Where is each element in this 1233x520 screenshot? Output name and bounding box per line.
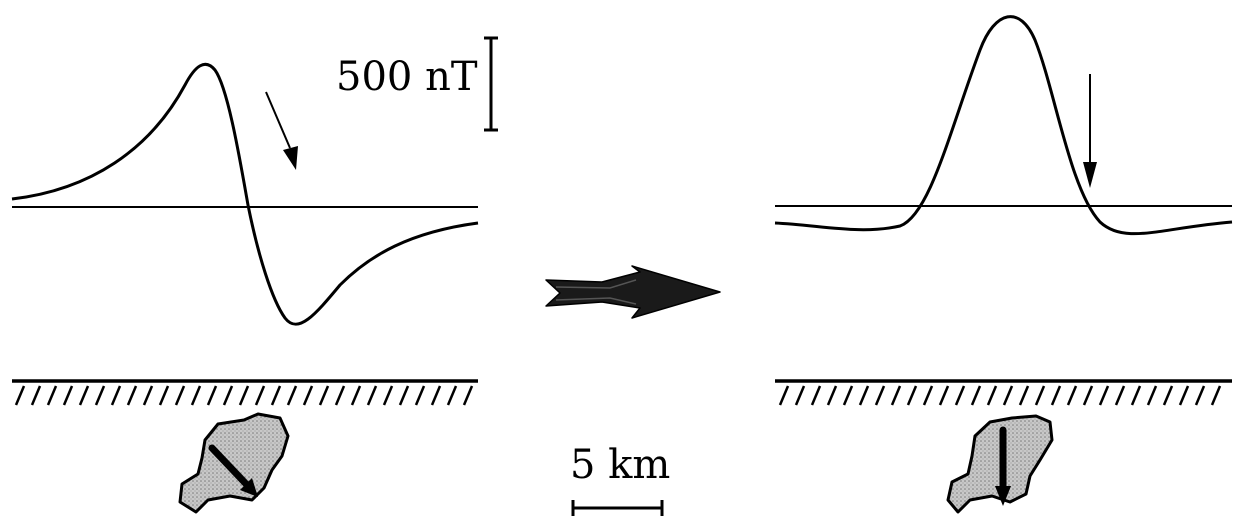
ground-hatch-mark <box>858 385 870 406</box>
ground-hatch-mark <box>1098 385 1110 406</box>
ground-hatch-mark <box>206 385 218 406</box>
diagonal-down-arrow-icon <box>265 91 298 170</box>
distance-scale-label: 5 km <box>570 442 670 488</box>
ground-hatch-mark <box>398 385 410 406</box>
ground-hatch-mark <box>906 385 918 406</box>
ground-hatch-mark <box>62 385 74 406</box>
distance-scale-bar: 5 km <box>570 442 670 516</box>
right-ground-surface <box>775 379 1232 406</box>
ground-hatch-mark <box>1082 385 1094 406</box>
ground-hatch-mark <box>318 385 330 406</box>
ground-hatch-mark <box>462 385 474 406</box>
ground-hatch-mark <box>46 385 58 406</box>
ground-hatch-mark <box>94 385 106 406</box>
ground-hatch-mark <box>158 385 170 406</box>
field-scale-bar: 500 nT <box>336 36 498 132</box>
ground-hatch-mark <box>954 385 966 406</box>
ground-hatch-mark <box>446 385 458 406</box>
ground-hatch-mark <box>174 385 186 406</box>
ground-hatch-mark <box>826 385 838 406</box>
ground-hatch-mark <box>986 385 998 406</box>
ground-hatch-mark <box>1194 385 1206 406</box>
ground-hatch-mark <box>1146 385 1158 406</box>
ground-hatch-mark <box>970 385 982 406</box>
ground-hatch-mark <box>1210 385 1222 406</box>
ground-hatch-mark <box>190 385 202 406</box>
field-scale-label: 500 nT <box>336 54 478 100</box>
ground-hatch-mark <box>286 385 298 406</box>
ground-hatch-mark <box>334 385 346 406</box>
ground-hatch-mark <box>1066 385 1078 406</box>
ground-hatch-mark <box>1050 385 1062 406</box>
ground-hatch-mark <box>350 385 362 406</box>
ground-hatch-mark <box>222 385 234 406</box>
ground-hatch-mark <box>874 385 886 406</box>
ground-hatch-mark <box>1002 385 1014 406</box>
right-magnetic-body <box>946 414 1054 514</box>
ground-hatch-mark <box>938 385 950 406</box>
ground-hatch-mark <box>270 385 282 406</box>
left-ground-surface <box>12 379 478 406</box>
ground-hatch-mark <box>842 385 854 406</box>
ground-hatch-mark <box>1034 385 1046 406</box>
right-anomaly-curve <box>774 15 1233 236</box>
ground-hatch-mark <box>778 385 790 406</box>
ground-hatch-mark <box>238 385 250 406</box>
down-arrow-icon <box>1083 74 1097 188</box>
ground-hatch-mark <box>430 385 442 406</box>
ground-hatch-mark <box>126 385 138 406</box>
ground-hatch-mark <box>794 385 806 406</box>
ground-hatch-mark <box>30 385 42 406</box>
left-magnetic-body <box>178 412 290 514</box>
right-arrow-icon <box>545 265 721 319</box>
ground-hatch-mark <box>1130 385 1142 406</box>
left-anomaly-curve <box>11 62 479 326</box>
ground-hatch-mark <box>254 385 266 406</box>
ground-hatch-mark <box>78 385 90 406</box>
ground-hatch-mark <box>366 385 378 406</box>
ground-hatch-mark <box>14 385 26 406</box>
ground-hatch-mark <box>1162 385 1174 406</box>
ground-hatch-mark <box>382 385 394 406</box>
left-panel <box>11 62 479 514</box>
ground-hatch-mark <box>110 385 122 406</box>
ground-hatch-mark <box>1114 385 1126 406</box>
ground-hatch-mark <box>810 385 822 406</box>
ground-hatch-mark <box>922 385 934 406</box>
ground-hatch-mark <box>890 385 902 406</box>
ground-hatch-mark <box>1018 385 1030 406</box>
ground-hatch-mark <box>1178 385 1190 406</box>
ground-hatch-mark <box>414 385 426 406</box>
right-panel <box>774 15 1233 514</box>
ground-hatch-mark <box>142 385 154 406</box>
ground-hatch-mark <box>302 385 314 406</box>
